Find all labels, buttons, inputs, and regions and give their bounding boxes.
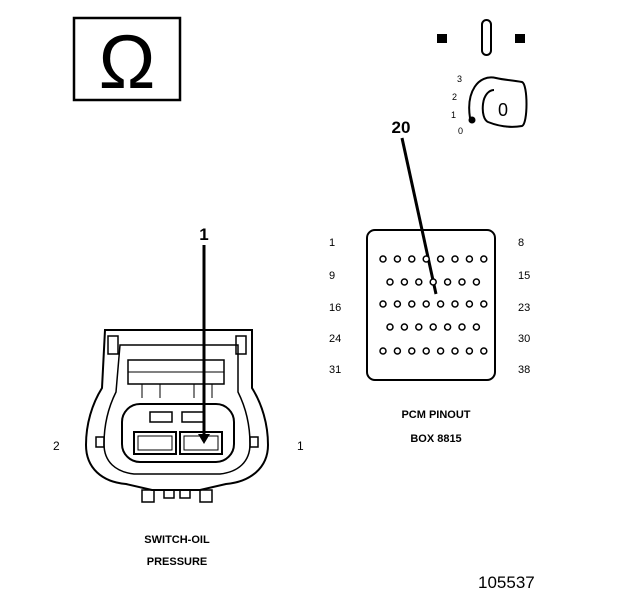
- ignition-marker-right: [515, 34, 525, 43]
- pcm-pin: [436, 300, 445, 308]
- pcm-pin: [451, 347, 459, 355]
- ignition-position-0: 0: [458, 126, 463, 136]
- callout-1-arrowhead: [198, 434, 210, 444]
- pcm-pin: [408, 300, 416, 308]
- pcm-pin: [386, 323, 394, 331]
- ignition-indicator-dot: [468, 116, 476, 124]
- pcm-row-label-left-9: 9: [329, 270, 335, 282]
- pcm-row-label-left-16: 16: [329, 302, 341, 314]
- pcm-pin: [451, 300, 459, 308]
- ignition-key-position-label: 0: [498, 100, 508, 120]
- callout-pin-20: 20: [392, 118, 438, 295]
- ignition-position-2: 2: [452, 92, 457, 102]
- figure-number: 105537: [478, 573, 535, 592]
- pcm-pin: [422, 255, 430, 263]
- connector-side-clip-left: [95, 436, 105, 448]
- pcm-row-label-left-1: 1: [329, 237, 335, 249]
- pcm-pin: [465, 255, 474, 263]
- pcm-connector-outline: [366, 229, 496, 381]
- pcm-pin: [480, 255, 488, 263]
- connector-bottom-tab-3: [179, 489, 191, 499]
- pcm-pin: [379, 255, 387, 263]
- connector-title-line2: PRESSURE: [147, 556, 208, 568]
- pcm-connector: 1 9 16 24 31 8 15 23 30 38 PCM PINOUT BO…: [329, 229, 530, 445]
- oil-pressure-switch-connector: 2 1 SWITCH-OIL PRESSURE: [53, 329, 304, 568]
- pcm-pin: [480, 300, 488, 308]
- pcm-pins: [379, 255, 488, 355]
- connector-terminal-2: [133, 431, 177, 455]
- connector-terminal-1: [179, 431, 223, 455]
- pcm-pin: [472, 323, 481, 331]
- pcm-pin: [429, 323, 437, 331]
- pcm-pin: [393, 255, 402, 263]
- pcm-row-label-right-8: 8: [518, 237, 524, 249]
- pcm-pin: [400, 278, 409, 286]
- pcm-pin: [429, 278, 437, 286]
- connector-bottom-tab-2: [163, 489, 175, 499]
- connector-lock-tab-right: [235, 335, 247, 355]
- pcm-row-label-right-23: 23: [518, 302, 530, 314]
- connector-key-slot-2: [181, 411, 205, 423]
- pcm-pin: [393, 300, 402, 308]
- pcm-title-line2: BOX 8815: [410, 433, 461, 445]
- connector-title-line1: SWITCH-OIL: [144, 534, 210, 546]
- pcm-row-label-right-38: 38: [518, 364, 530, 376]
- pcm-pin: [443, 278, 452, 286]
- pcm-pin: [458, 278, 466, 286]
- pcm-pin: [451, 255, 459, 263]
- pcm-pin: [443, 323, 452, 331]
- ohm-icon: Ω: [99, 20, 156, 105]
- connector-key-slot: [149, 411, 173, 423]
- pcm-pin: [465, 300, 474, 308]
- callout-20-label: 20: [392, 118, 411, 137]
- callout-pin-1: 1: [198, 225, 210, 444]
- pcm-pin: [436, 347, 445, 355]
- ignition-switch: 3 2 1 0 0: [437, 19, 528, 136]
- pcm-title-line1: PCM PINOUT: [401, 409, 470, 421]
- ignition-key-slot-icon: [481, 19, 492, 56]
- pcm-pin: [422, 347, 430, 355]
- ignition-position-1: 1: [451, 110, 456, 120]
- pcm-pin: [379, 300, 387, 308]
- connector-bottom-tab-4: [199, 489, 213, 503]
- pcm-pin: [415, 278, 423, 286]
- connector-pin-label-1: 1: [297, 439, 304, 453]
- pcm-row-label-right-30: 30: [518, 333, 530, 345]
- pcm-pin: [436, 255, 445, 263]
- pcm-row-label-left-31: 31: [329, 364, 341, 376]
- ohmmeter-box: [72, 16, 182, 102]
- pcm-pin: [400, 323, 409, 331]
- ignition-position-3: 3: [457, 74, 462, 84]
- callout-20-leader: [400, 137, 438, 295]
- connector-pin-label-2: 2: [53, 439, 60, 453]
- pcm-pin: [386, 278, 394, 286]
- ohmmeter-symbol: Ω: [72, 16, 182, 105]
- pcm-pin: [408, 255, 416, 263]
- connector-bottom-tab-1: [141, 489, 155, 503]
- pcm-pin: [422, 300, 430, 308]
- connector-terminal-2-inner: [137, 435, 173, 451]
- pcm-pin: [379, 347, 387, 355]
- pcm-row-label-left-24: 24: [329, 333, 341, 345]
- ignition-marker-left: [437, 34, 447, 43]
- pcm-pin: [408, 347, 416, 355]
- connector-terminal-housing: [121, 403, 235, 463]
- connector-inner-body: [103, 344, 251, 475]
- pcm-pin: [393, 347, 402, 355]
- pcm-row-label-right-15: 15: [518, 270, 530, 282]
- connector-lock-tab-left: [107, 335, 119, 355]
- callout-1-label: 1: [199, 225, 208, 244]
- pcm-pin: [465, 347, 474, 355]
- pcm-pin: [472, 278, 481, 286]
- pcm-pin: [458, 323, 466, 331]
- ignition-key-icon: [468, 76, 528, 128]
- pcm-pin: [415, 323, 423, 331]
- connector-side-clip-right: [249, 436, 259, 448]
- pcm-pin: [480, 347, 488, 355]
